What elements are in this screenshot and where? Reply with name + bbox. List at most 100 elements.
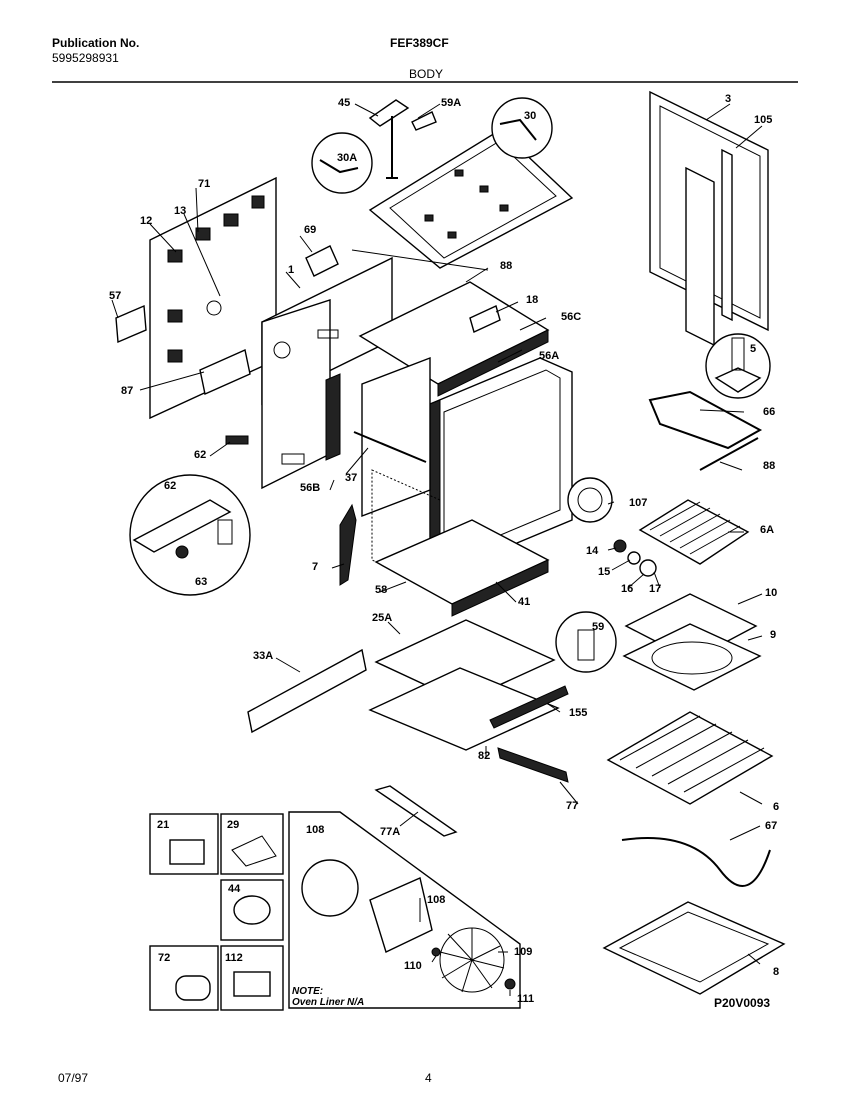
broil-pan-part [622, 623, 762, 691]
oven-rack-part [606, 711, 774, 805]
cover-16-part [639, 559, 657, 577]
note-heading: NOTE: [292, 986, 324, 997]
label-1: 1 [288, 264, 295, 276]
label-12: 12 [140, 215, 153, 227]
label-5: 5 [750, 343, 757, 355]
label-16: 16 [621, 583, 634, 595]
label-18: 18 [526, 294, 539, 306]
label-25a: 25A [372, 612, 393, 624]
vent-77-part [497, 747, 569, 783]
label-58: 58 [375, 584, 388, 596]
label-67: 67 [765, 820, 778, 832]
label-10: 10 [765, 587, 778, 599]
label-56c: 56C [561, 311, 582, 323]
label-21: 21 [157, 819, 170, 831]
washer-110-part [431, 947, 441, 957]
page-number: 4 [425, 1071, 432, 1085]
back-panel-part [649, 90, 769, 347]
label-108-motor: 108 [306, 824, 325, 836]
switch-69-part [305, 245, 339, 277]
label-6: 6 [773, 801, 780, 813]
label-8: 8 [773, 966, 780, 978]
bracket-108-part [369, 877, 433, 953]
model-number: FEF389CF [390, 36, 449, 50]
label-9: 9 [770, 629, 777, 641]
control-housing-part [261, 256, 393, 490]
drawer-panel-part [602, 901, 786, 995]
box-44 [220, 879, 284, 941]
label-63: 63 [195, 576, 208, 588]
label-3: 3 [725, 93, 732, 105]
insulation-top-part [358, 281, 550, 397]
label-45: 45 [338, 97, 351, 109]
label-62-detail: 62 [164, 480, 177, 492]
side-panel-part [149, 176, 277, 420]
label-109: 109 [514, 946, 533, 958]
bulb-15-part [627, 551, 641, 565]
rod-37-part [353, 431, 427, 463]
panel-82-part [368, 667, 560, 751]
light-107-part [567, 477, 613, 523]
label-66: 66 [763, 406, 776, 418]
oven-cavity-part [361, 356, 573, 567]
fan-blade-109-part [439, 927, 505, 993]
detail-circle-62 [129, 474, 251, 596]
label-44: 44 [228, 883, 241, 895]
label-112: 112 [225, 952, 243, 964]
wire-harness-part [621, 837, 771, 887]
label-30: 30 [524, 110, 537, 122]
label-87: 87 [121, 385, 134, 397]
label-72: 72 [158, 952, 171, 964]
vent-155-part [489, 685, 569, 729]
label-15: 15 [598, 566, 611, 578]
top-panel-part [368, 129, 574, 269]
label-59: 59 [592, 621, 605, 633]
clip-57-part [115, 304, 147, 344]
hinge-7-part [339, 503, 357, 586]
label-82: 82 [478, 750, 491, 762]
label-30a: 30A [337, 152, 358, 164]
footer-date: 07/97 [58, 1071, 89, 1085]
label-69: 69 [304, 224, 317, 236]
label-56b: 56B [300, 482, 321, 494]
note-text: Oven Liner N/A [292, 997, 365, 1008]
socket-14-part [613, 539, 627, 553]
publication-number: 5995298931 [52, 51, 119, 65]
label-57: 57 [109, 290, 122, 302]
label-77: 77 [566, 800, 579, 812]
label-111: 111 [517, 993, 535, 1005]
label-56a: 56A [539, 350, 560, 362]
publication-label: Publication No. [52, 36, 140, 50]
label-110: 110 [404, 960, 422, 972]
bracket-62-part [225, 435, 249, 445]
label-62-top: 62 [194, 449, 207, 461]
label-13: 13 [174, 205, 187, 217]
nut-111-part [504, 978, 516, 990]
label-41: 41 [518, 596, 531, 608]
label-29: 29 [227, 819, 240, 831]
clip-18-part [469, 305, 501, 333]
detail-circle-30 [491, 97, 553, 159]
label-105: 105 [754, 114, 773, 126]
label-155: 155 [569, 707, 588, 719]
insulation-bottom-part [374, 519, 550, 617]
drawing-code: P20V0093 [714, 996, 771, 1010]
label-33a: 33A [253, 650, 274, 662]
motor-108-part [301, 859, 359, 917]
label-88-right: 88 [763, 460, 776, 472]
broil-grid-part [638, 499, 750, 565]
label-71: 71 [198, 178, 211, 190]
label-17: 17 [649, 583, 662, 595]
strip-77a-part [374, 785, 458, 837]
label-107: 107 [629, 497, 648, 509]
bake-element-part [648, 390, 763, 450]
label-6a: 6A [760, 524, 775, 536]
detail-circle-59 [555, 611, 617, 673]
kickplate-33a-part [247, 648, 367, 734]
bracket-45-part [368, 99, 437, 179]
label-14: 14 [586, 545, 599, 557]
detail-circle-30a [311, 132, 373, 194]
label-77a: 77A [380, 826, 401, 838]
